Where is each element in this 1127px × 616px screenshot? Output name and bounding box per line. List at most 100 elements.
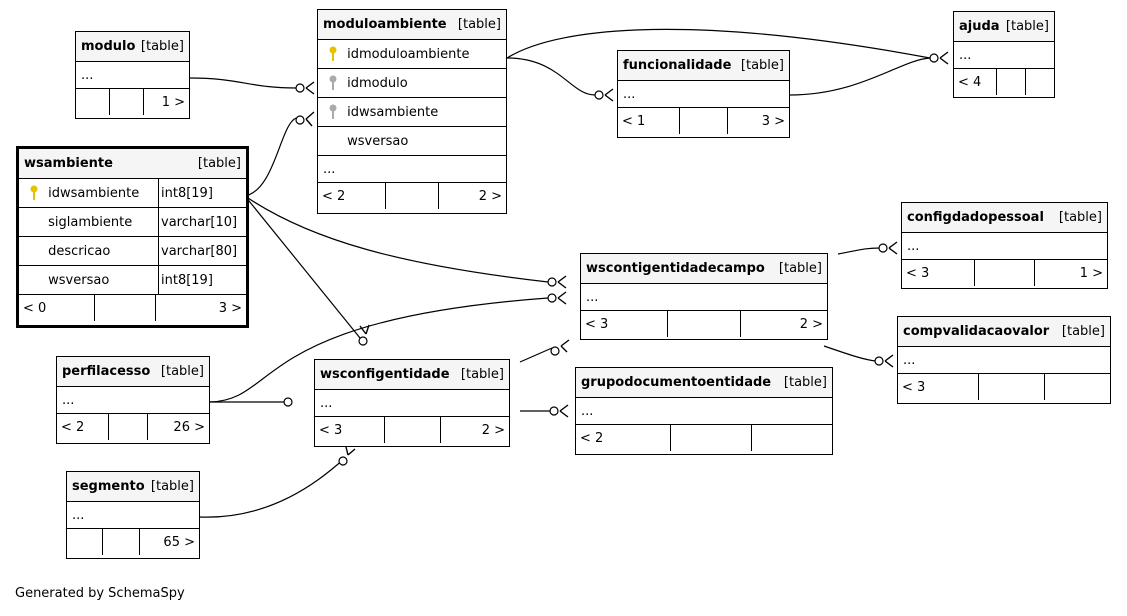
footer-children: 2 > (799, 316, 823, 332)
rel-end-circle (547, 277, 557, 287)
table-compvalidacaovalor[interactable]: compvalidacaovalor[table] ... < 3 (897, 316, 1111, 404)
rel-funcionalidade-ajuda (789, 57, 931, 96)
crowfoot (305, 111, 315, 127)
footer-children: 65 > (163, 534, 195, 550)
column-row[interactable]: wsversao (318, 127, 506, 156)
column-row[interactable]: idwsambiente (318, 98, 506, 127)
rel-end-circle (549, 406, 559, 416)
ellipsis-row: ... (576, 398, 832, 425)
table-configdadopessoal[interactable]: configdadopessoal [table] ... < 3 1 > (901, 202, 1108, 289)
column-row[interactable]: wsversao int8[19] (19, 266, 246, 295)
column-name: idmodulo (347, 75, 408, 91)
column-row[interactable]: idmodulo (318, 69, 506, 98)
rel-end-circle (295, 115, 305, 125)
generated-by-credit: Generated by SchemaSpy (15, 586, 185, 601)
ellipsis-row: ... (898, 347, 1110, 374)
footer-parents: < 2 (576, 425, 671, 451)
crowfoot (557, 291, 567, 305)
table-type: [table] (160, 364, 204, 379)
rel-end-circle (550, 346, 560, 356)
footer-children: 1 > (1079, 265, 1103, 281)
footer-middle (386, 183, 439, 209)
column-name: idwsambiente (48, 185, 140, 201)
ellipsis-row: ... (954, 42, 1054, 69)
table-moduloambiente[interactable]: moduloambiente[table] idmoduloambiente i… (317, 9, 507, 214)
table-type: [table] (1061, 324, 1105, 339)
table-type: [table] (1058, 210, 1102, 225)
footer-parents: < 3 (902, 260, 975, 286)
column-type: int8[19] (158, 266, 246, 294)
crowfoot (305, 81, 315, 95)
footer-middle (109, 414, 148, 440)
column-row[interactable]: idmoduloambiente (318, 40, 506, 69)
crowfoot (888, 241, 898, 255)
footer-children (1045, 374, 1110, 400)
column-row[interactable]: siglambiente varchar[10] (19, 208, 246, 237)
column-name: idwsambiente (347, 104, 439, 120)
rel-end-circle (295, 83, 305, 93)
table-header: configdadopessoal [table] (902, 203, 1107, 233)
rel-end-circle (338, 456, 348, 466)
table-ajuda[interactable]: ajuda[table] ... < 4 (953, 11, 1055, 98)
crowfoot (359, 324, 370, 335)
rel-segmento-wsconfig (199, 459, 344, 518)
ellipsis-row: ... (318, 156, 506, 183)
table-modulo[interactable]: modulo[table] ... 1 > (75, 31, 190, 119)
column-name: descricao (48, 243, 111, 259)
table-name: funcionalidade (623, 58, 732, 73)
table-footer: < 2 (576, 425, 832, 451)
ellipsis-row: ... (57, 387, 209, 414)
footer-children: 3 > (218, 300, 242, 316)
table-grupodocumentoentidade[interactable]: grupodocumentoentidade[table] ... < 2 (575, 367, 833, 455)
footer-middle (979, 374, 1045, 400)
table-segmento[interactable]: segmento[table] ... 65 > (66, 471, 200, 559)
rel-end-circle (878, 243, 888, 253)
column-name: wsversao (347, 133, 409, 149)
table-footer: 65 > (67, 529, 199, 555)
foreign-key-icon (323, 104, 343, 120)
table-name: compvalidacaovalor (903, 324, 1050, 339)
table-footer: < 4 (954, 69, 1054, 95)
rel-modulo-moduloambiente (189, 77, 297, 89)
table-header: compvalidacaovalor [table] (898, 317, 1110, 347)
footer-children (752, 425, 832, 451)
ellipsis-row: ... (902, 233, 1107, 260)
rel-wsambiente-wsconfig (244, 195, 361, 339)
table-header: grupodocumentoentidade[table] (576, 368, 832, 398)
ellipsis-row: ... (315, 390, 509, 417)
footer-parents (67, 529, 103, 555)
table-header: moduloambiente[table] (318, 10, 506, 40)
footer-parents: < 2 (318, 183, 386, 209)
footer-middle (95, 295, 156, 321)
column-type: varchar[10] (158, 208, 246, 236)
footer-children: 26 > (173, 419, 205, 435)
column-name: wsversao (48, 272, 110, 288)
rel-end-circle (929, 53, 939, 63)
rel-wsambiente-wscontig (244, 195, 549, 283)
footer-children: 2 > (478, 188, 502, 204)
ellipsis-row: ... (581, 284, 827, 311)
table-name: segmento (72, 479, 145, 494)
table-name: ajuda (959, 19, 1000, 34)
table-type: [table] (197, 156, 241, 171)
column-name: siglambiente (48, 214, 133, 230)
rel-wscontig-configdado (837, 247, 881, 255)
table-name: configdadopessoal (907, 210, 1044, 225)
table-type: [table] (778, 261, 822, 276)
crowfoot (560, 339, 570, 353)
table-type: [table] (140, 39, 184, 54)
rel-wsambiente-moduloambiente (244, 117, 297, 197)
footer-middle (680, 108, 728, 134)
crowfoot (939, 51, 949, 65)
